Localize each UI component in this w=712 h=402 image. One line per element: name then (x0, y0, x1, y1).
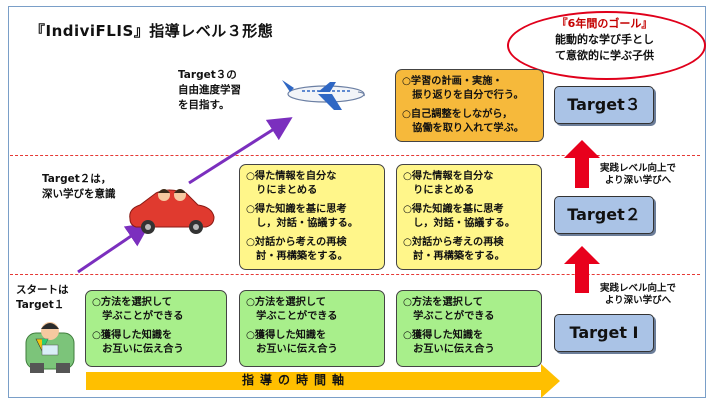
level-up-arrow-upper (564, 140, 600, 188)
progress-arrow-upper (188, 117, 293, 185)
diagram-title: 『IndiviFLIS』指導レベル３形態 (30, 22, 274, 40)
target1-box1-item-2: ○獲得した知識を お互いに伝え合う (92, 330, 184, 355)
target1-box-3: ○方法を選択して 学ぶことができる ○獲得した知識を お互いに伝え合う (396, 290, 542, 367)
target3-label: Target３ (554, 86, 654, 124)
target3-item-1: ○学習の計画・実施・ 振り返りを自分で行う。 (402, 76, 524, 101)
target1-box3-item-1: ○方法を選択して 学ぶことができる (403, 297, 495, 322)
target2-box-left: ○得た情報を自分な りにまとめる ○得た知識を基に思考 し，対話・協議する。 ○… (239, 164, 385, 270)
target1-box-1: ○方法を選択して 学ぶことができる ○獲得した知識を お互いに伝え合う (85, 290, 227, 367)
time-axis-arrow (86, 364, 560, 398)
goal-line-2: て意欲的に学ぶ子供 (555, 49, 654, 62)
progress-arrow-lower (77, 222, 151, 274)
target1-box3-item-2: ○獲得した知識を お互いに伝え合う (403, 330, 495, 355)
target2-left-item-2: ○得た知識を基に思考 し，対話・協議する。 (246, 204, 359, 229)
goal-title: 『6年間のゴール』 (556, 17, 653, 30)
goal-line-1: 能動的な学び手とし (555, 33, 654, 46)
target2-box-right: ○得た情報を自分な りにまとめる ○得た知識を基に思考 し，対話・協議する。 ○… (396, 164, 542, 270)
target3-box: ○学習の計画・実施・ 振り返りを自分で行う。 ○自己調整をしながら， 協働を取り… (395, 69, 544, 142)
car-icon (129, 189, 215, 234)
label-target3-goal: Target３の 自由進度学習 を目指す。 (178, 69, 241, 111)
beginner-driver-icon (25, 322, 75, 373)
label-start: スタートは Target１ (16, 284, 69, 311)
target2-left-item-1: ○得た情報を自分な りにまとめる (246, 171, 337, 196)
level-up-note-lower-line2: より深い学びへ (604, 295, 672, 306)
level-divider-lower (10, 274, 700, 275)
target1-box-2: ○方法を選択して 学ぶことができる ○獲得した知識を お互いに伝え合う (239, 290, 385, 367)
level-up-note-upper-line1: 実践レベル向上で (599, 163, 676, 174)
goal-ellipse (507, 11, 706, 80)
target1-label: Target Ⅰ (554, 314, 654, 352)
target1-box1-item-1: ○方法を選択して 学ぶことができる (92, 297, 184, 322)
level-divider-upper (10, 155, 700, 156)
airplane-icon (282, 80, 365, 110)
target2-label: Target２ (554, 196, 654, 234)
target2-right-item-1: ○得た情報を自分な りにまとめる (403, 171, 494, 196)
level-up-note-lower: 実践レベル向上で より深い学びへ (578, 283, 698, 307)
level-up-note-upper-line2: より深い学びへ (604, 175, 672, 186)
target1-box2-item-2: ○獲得した知識を お互いに伝え合う (246, 330, 338, 355)
label-target2-note: Target２は， 深い学びを意識 (42, 173, 116, 200)
time-axis-label: 指導の時間軸 (241, 373, 350, 387)
target2-right-item-2: ○得た知識を基に思考 し，対話・協議する。 (403, 204, 516, 229)
target3-item-2: ○自己調整をしながら， 協働を取り入れて学ぶ。 (402, 109, 524, 134)
target1-box2-item-1: ○方法を選択して 学ぶことができる (246, 297, 338, 322)
level-up-note-lower-line1: 実践レベル向上で (599, 283, 676, 294)
level-up-note-upper: 実践レベル向上で より深い学びへ (578, 163, 698, 187)
level-up-arrow-lower (564, 246, 600, 293)
target2-right-item-3: ○対話から考えの再検 討・再構築をする。 (403, 237, 505, 262)
target2-left-item-3: ○対話から考えの再検 討・再構築をする。 (246, 237, 348, 262)
